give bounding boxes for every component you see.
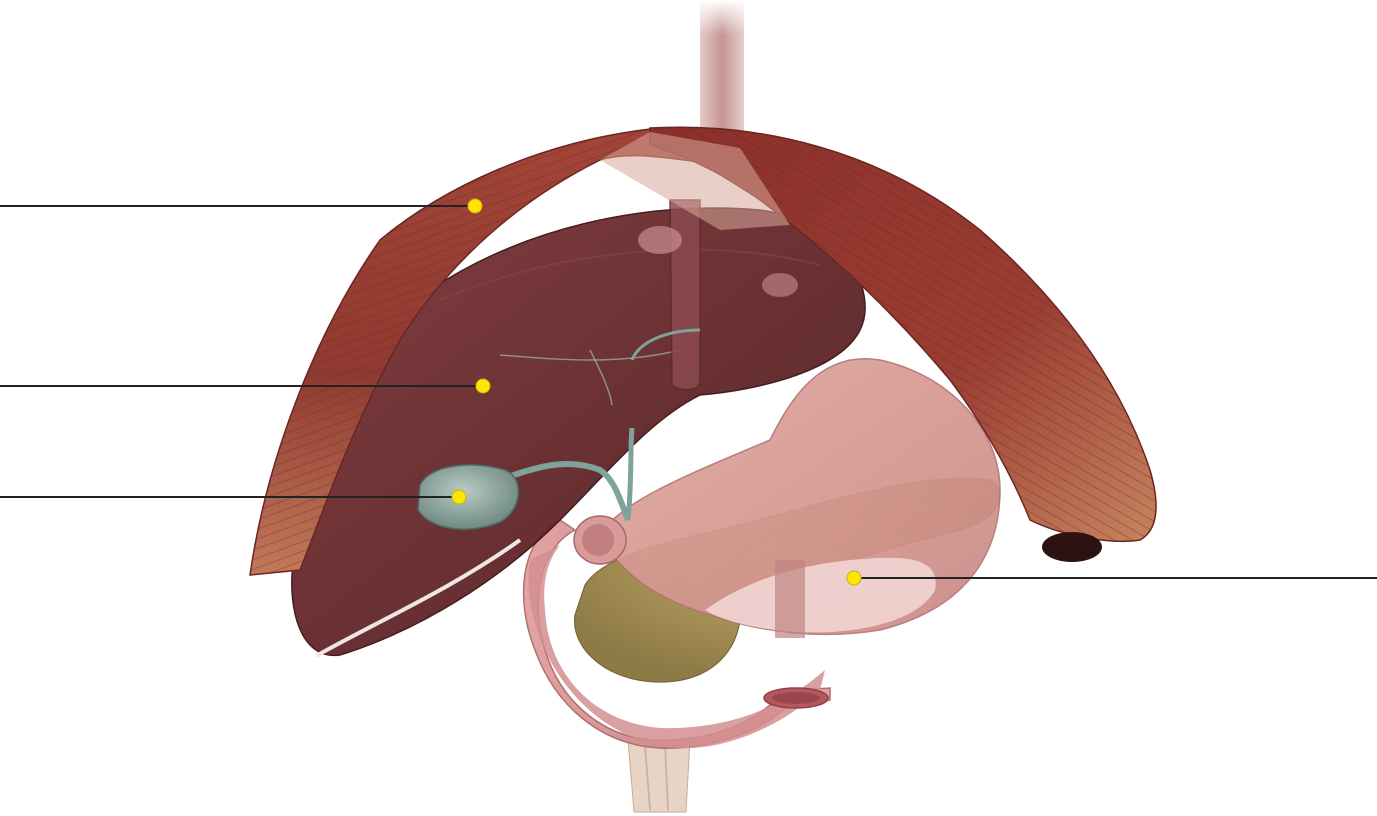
marker-gallbladder (452, 490, 466, 504)
marker-diaphragm (468, 199, 482, 213)
marker-liver (476, 379, 490, 393)
marker-stomach (847, 571, 861, 585)
label-diaphragm (0, 199, 482, 213)
aorta (628, 740, 690, 812)
